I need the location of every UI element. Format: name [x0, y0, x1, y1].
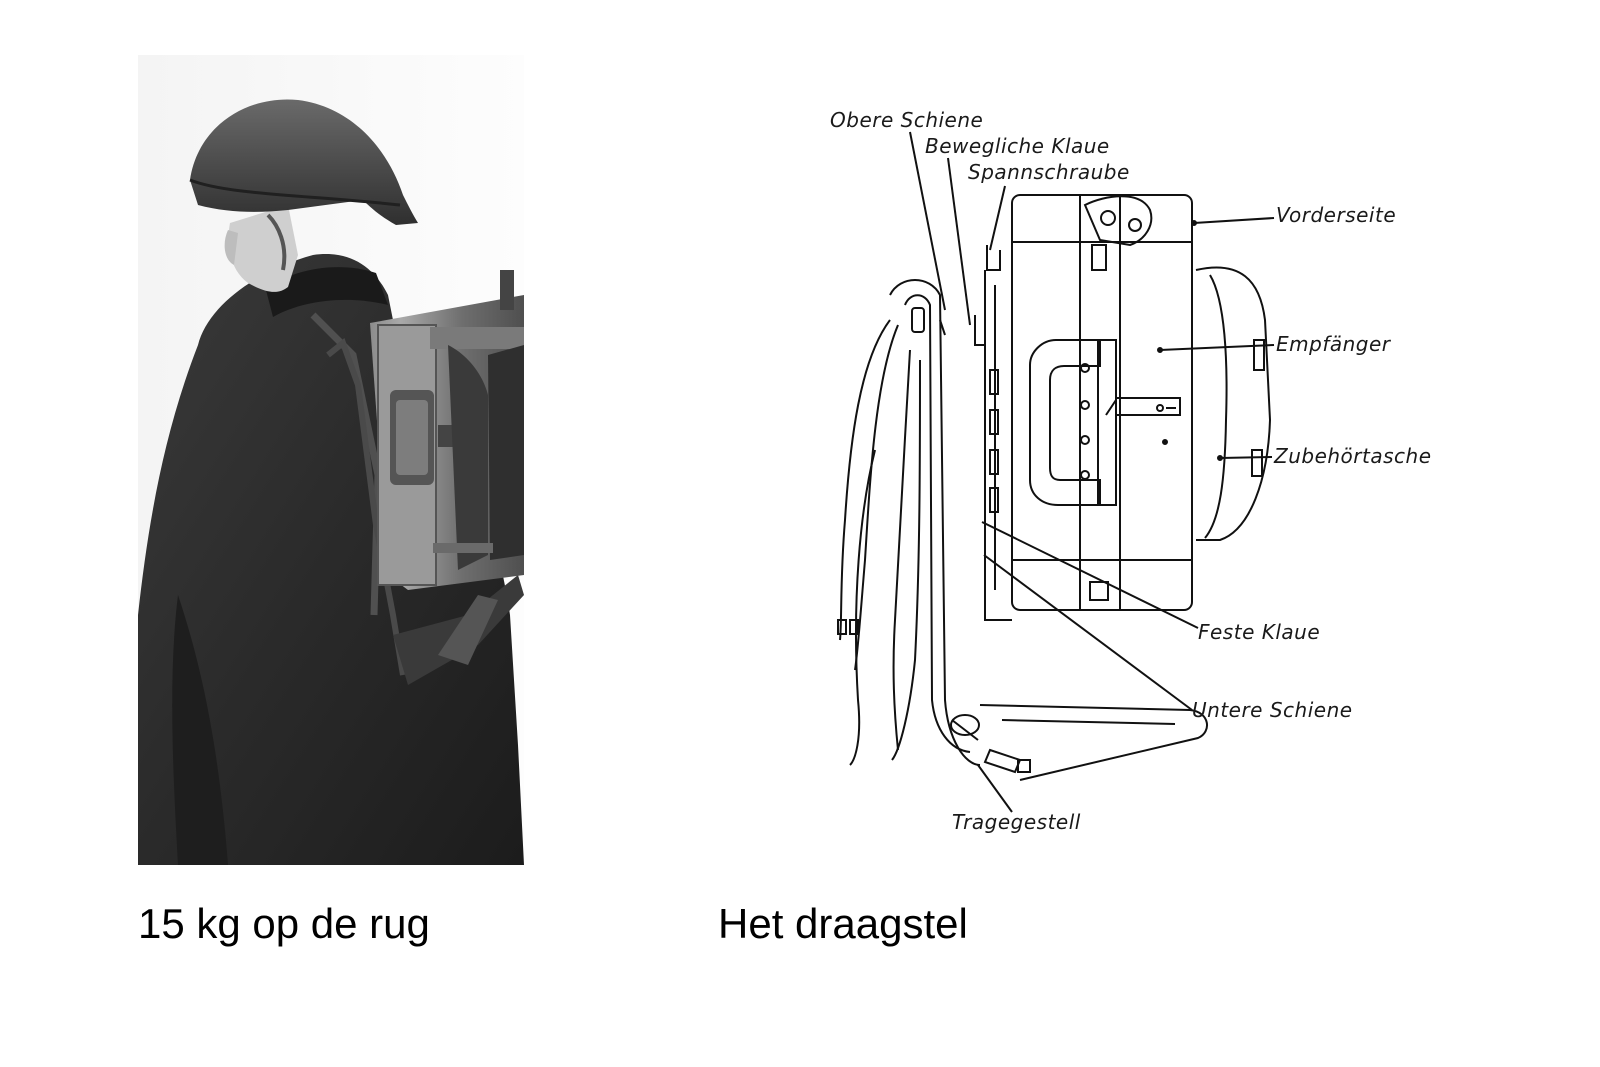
label-vorderseite: Vorderseite: [1276, 203, 1397, 227]
soldier-with-radio-backpack-icon: [138, 54, 608, 866]
label-spannschraube: Spannschraube: [968, 160, 1130, 184]
carrying-frame-diagram: [780, 60, 1480, 870]
label-bewegliche-klaue: Bewegliche Klaue: [925, 134, 1110, 158]
radio-carrying-frame-diagram-icon: [837, 131, 1275, 813]
label-zubehoertasche: Zubehörtasche: [1274, 444, 1432, 468]
caption-right: Het draagstel: [718, 900, 968, 947]
label-obere-schiene: Obere Schiene: [830, 108, 984, 132]
caption-left: 15 kg op de rug: [138, 900, 430, 947]
label-feste-klaue: Feste Klaue: [1198, 620, 1321, 644]
label-untere-schiene: Untere Schiene: [1192, 698, 1353, 722]
soldier-photo: [138, 54, 608, 866]
label-tragegestell: Tragegestell: [952, 810, 1081, 834]
label-empfaenger: Empfänger: [1276, 332, 1391, 356]
